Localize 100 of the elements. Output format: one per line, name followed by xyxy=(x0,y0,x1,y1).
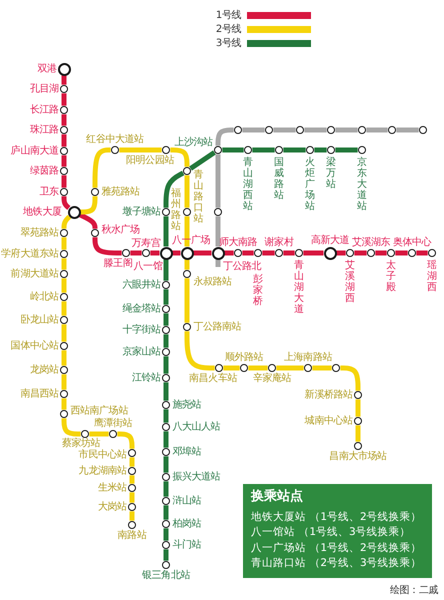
rail-line xyxy=(164,456,168,473)
rail-line xyxy=(242,250,254,256)
rail-line xyxy=(252,148,275,152)
station-name: 滕王阁 xyxy=(104,258,132,270)
rail-line xyxy=(62,258,66,270)
station-name: 大岗站 xyxy=(98,502,127,512)
station-name: 上沙沟站 xyxy=(174,136,213,148)
station-name: 奥体中心 xyxy=(392,236,432,248)
station-name: 八一馆 xyxy=(134,260,162,272)
station-name: 双港 xyxy=(37,64,56,74)
station-name: 火炬广场站 xyxy=(305,157,315,212)
rail-line xyxy=(130,250,142,256)
rail-line xyxy=(396,128,419,132)
station-name: 柏岗站 xyxy=(172,518,202,530)
credit-note: 绘图：二戚 xyxy=(390,585,438,596)
rail-line xyxy=(62,114,66,126)
rail-line xyxy=(164,334,168,348)
rail-line xyxy=(62,324,66,342)
rail-line xyxy=(335,128,358,132)
rail-line xyxy=(164,481,168,497)
rail-line xyxy=(80,196,98,214)
rail-line xyxy=(184,278,190,323)
rail-line xyxy=(62,237,66,250)
rail-line xyxy=(273,128,296,132)
station-name: 高新大道 xyxy=(310,234,350,246)
station-name: 南昌火车站 xyxy=(189,373,237,384)
table-heading: 换乘站点 xyxy=(251,489,304,506)
station-name: 八一广场 xyxy=(172,234,210,246)
station-name: 师大南路 xyxy=(218,236,258,248)
station-name: 施尧站 xyxy=(172,400,202,410)
rail-line xyxy=(375,250,387,256)
station-name: 瑶湖西 xyxy=(427,260,437,294)
rail-line xyxy=(336,250,346,256)
rail-line xyxy=(216,260,220,267)
rail-line xyxy=(366,128,388,132)
rail-line xyxy=(164,382,168,401)
station-name: 绿茵路 xyxy=(30,166,59,176)
rail-line xyxy=(62,301,66,316)
rail-line xyxy=(130,457,134,467)
station-name: 翠苑路站 xyxy=(20,228,59,238)
rail-line xyxy=(62,93,66,106)
station-name: 辛家庵站 xyxy=(252,373,292,384)
rail-line xyxy=(276,366,304,370)
rail-line xyxy=(164,170,184,208)
rail-line xyxy=(283,148,306,152)
rail-line xyxy=(242,128,265,132)
station-name: 珠江路 xyxy=(30,124,59,136)
rail-line xyxy=(130,492,134,503)
station-name: 长江路 xyxy=(30,104,59,116)
rail-line xyxy=(335,148,358,152)
station-name: 永叔路站 xyxy=(193,276,232,288)
station-name: 雅苑路站 xyxy=(101,186,140,198)
station-name: 南昌西站 xyxy=(20,388,59,400)
rail-line xyxy=(312,366,332,370)
station-name: 十字街站 xyxy=(122,324,161,336)
station-name: 绳金塔站 xyxy=(122,304,161,314)
rail-line xyxy=(340,366,360,391)
station-name: 福州路站 xyxy=(170,188,181,232)
station-name: 南路站 xyxy=(118,530,146,542)
station-name: 斗门站 xyxy=(172,540,202,550)
rail-line xyxy=(262,250,275,256)
station-name: 卫东 xyxy=(40,186,59,198)
station-name: 浒山站 xyxy=(172,496,202,506)
station-name: 六眼井站 xyxy=(122,280,161,290)
rail-line xyxy=(164,313,168,326)
station-name: 市民中心站 xyxy=(78,450,127,460)
rail-line xyxy=(164,431,168,448)
rail-line xyxy=(62,350,66,366)
rail-line xyxy=(130,475,134,484)
rail-line xyxy=(216,154,220,208)
rail-line xyxy=(184,260,190,270)
station-name: 八大山人站 xyxy=(172,422,220,432)
rail-line xyxy=(62,175,66,188)
station-name: 秋水广场 xyxy=(101,224,140,236)
station-name: 京家山站 xyxy=(122,346,161,358)
rail-line xyxy=(92,237,122,256)
rail-line xyxy=(395,250,408,256)
station-name: 前湖大道站 xyxy=(10,268,59,280)
station-name: 艾溪湖西 xyxy=(345,260,355,304)
station-name: 青山湖大道 xyxy=(294,260,304,316)
rail-line xyxy=(62,195,71,210)
station-name: 国威路站 xyxy=(274,157,284,202)
rail-line xyxy=(216,216,220,246)
station-name: 九龙湖南站 xyxy=(78,466,127,476)
legend-label: 1号线 xyxy=(214,10,241,21)
transfer-table-panel xyxy=(243,484,432,578)
station-name: 卧龙山站 xyxy=(20,314,59,326)
station-name: 地铁大厦 xyxy=(23,206,62,218)
rail-line xyxy=(62,134,66,147)
station-name: 梁万站 xyxy=(326,157,336,190)
station-name: 生米站 xyxy=(98,482,127,494)
rail-line xyxy=(224,250,234,256)
rail-line xyxy=(304,128,327,132)
station-name: 庐山南大道 xyxy=(10,146,59,156)
rail-line xyxy=(216,128,234,146)
rail-line xyxy=(354,250,367,256)
station-name: 龙岗站 xyxy=(30,364,59,376)
rail-line xyxy=(164,505,168,520)
table-row-text: 地铁大厦站 （1号线、2号线换乘） xyxy=(251,511,423,524)
station-name: 西站南广场站 xyxy=(70,406,128,416)
